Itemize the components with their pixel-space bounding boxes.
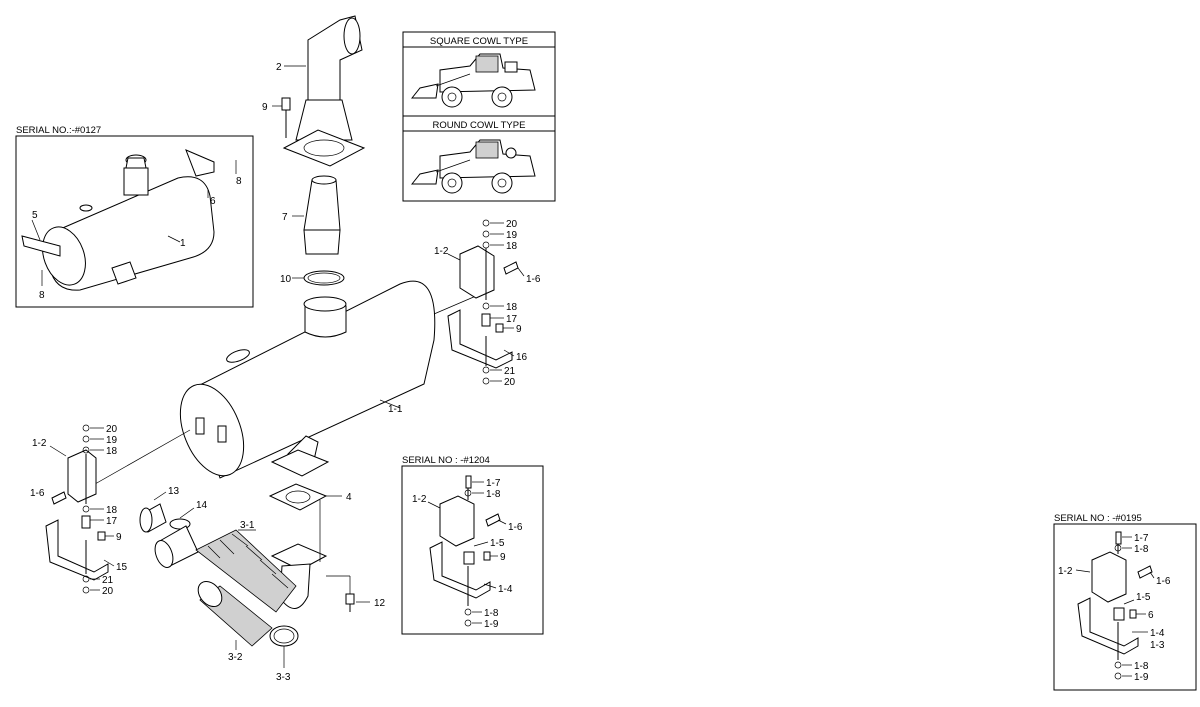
right-bracket-group: 1-2 20 19 18 1-6 18 17 9 16 21 20: [434, 219, 541, 388]
label-21-right: 21: [504, 366, 516, 377]
label-1: 1: [180, 238, 186, 249]
label-15: 15: [116, 562, 128, 573]
square-cowl-loader-illustration: [410, 53, 536, 108]
label-1-6-mid: 1-6: [508, 522, 523, 533]
label-2: 2: [276, 62, 282, 73]
label-10: 10: [280, 274, 292, 285]
label-18-right-bottom: 18: [506, 302, 518, 313]
label-19-left: 19: [106, 435, 118, 446]
square-cowl-title: SQUARE COWL TYPE: [430, 36, 528, 47]
cowl-type-panel: SQUARE COWL TYPE ROUND COWL TYPE: [402, 31, 556, 202]
label-20-right: 20: [506, 219, 518, 230]
label-16: 16: [516, 352, 528, 363]
label-20-right-bottom: 20: [504, 377, 516, 388]
label-1-1: 1-1: [388, 404, 403, 415]
label-1-8-right-top: 1-8: [1134, 544, 1149, 555]
label-6-right: 6: [1148, 610, 1154, 621]
label-21-left: 21: [102, 575, 114, 586]
left-bracket-group: 1-2 20 19 18 1-6 18 17 9 15 21 20: [30, 424, 128, 597]
label-1-8-mid-top: 1-8: [486, 489, 501, 500]
label-9-right: 9: [516, 324, 522, 335]
label-3-1: 3-1: [240, 520, 255, 531]
label-1-8-right-bottom: 1-8: [1134, 661, 1149, 672]
label-9-stack: 9: [262, 102, 268, 113]
label-1-9-mid: 1-9: [484, 619, 499, 630]
label-17-left: 17: [106, 516, 118, 527]
label-1-7-mid: 1-7: [486, 478, 501, 489]
inset-serial-0195: SERIAL NO : -#0195 1-7 1-8 1-2 1-6 1-5 6…: [1053, 513, 1197, 691]
serial-label-1204: SERIAL NO : -#1204: [402, 455, 490, 466]
label-9-left: 9: [116, 532, 122, 543]
label-1-5-mid: 1-5: [490, 538, 505, 549]
label-18-left-top: 18: [106, 446, 118, 457]
label-8-top: 8: [236, 176, 242, 187]
round-cowl-title: ROUND COWL TYPE: [433, 120, 526, 131]
label-20-left: 20: [106, 424, 118, 435]
label-1-6-right: 1-6: [526, 274, 541, 285]
label-7: 7: [282, 212, 288, 223]
label-1-7-right: 1-7: [1134, 533, 1149, 544]
label-1-2-left: 1-2: [32, 438, 47, 449]
label-1-4-mid: 1-4: [498, 584, 513, 595]
label-12: 12: [374, 598, 386, 609]
label-1-6-left: 1-6: [30, 488, 45, 499]
inset-serial-1204: SERIAL NO : -#1204 1-7 1-8 1-2 1-6 1-5 9…: [401, 455, 544, 635]
label-1-9-right: 1-9: [1134, 672, 1149, 683]
label-5: 5: [32, 210, 38, 221]
label-1-2-right: 1-2: [434, 246, 449, 257]
label-19-right: 19: [506, 230, 518, 241]
main-assembly: 2 9 7 10 1-1 4: [87, 15, 477, 683]
label-9-mid: 9: [500, 552, 506, 563]
label-1-2-mid: 1-2: [412, 494, 427, 505]
label-4: 4: [346, 492, 352, 503]
serial-label-0127: SERIAL NO.:-#0127: [16, 125, 101, 136]
label-1-6-right: 1-6: [1156, 576, 1171, 587]
label-14: 14: [196, 500, 208, 511]
label-3-2: 3-2: [228, 652, 243, 663]
serial-label-0195: SERIAL NO : -#0195: [1054, 513, 1142, 524]
label-20-left-bottom: 20: [102, 586, 114, 597]
label-18-left-bottom: 18: [106, 505, 118, 516]
inset-serial-0127: SERIAL NO.:-#0127 8 6 5 1 8: [15, 125, 254, 308]
label-1-2-right: 1-2: [1058, 566, 1073, 577]
label-17-right: 17: [506, 314, 518, 325]
label-1-5-right: 1-5: [1136, 592, 1151, 603]
label-1-8-mid-bottom: 1-8: [484, 608, 499, 619]
label-1-3-right: 1-3: [1150, 640, 1165, 651]
label-3-3: 3-3: [276, 672, 291, 683]
label-13: 13: [168, 486, 180, 497]
label-18-right-top: 18: [506, 241, 518, 252]
label-1-4-right: 1-4: [1150, 628, 1165, 639]
label-6: 6: [210, 196, 216, 207]
label-8-bottom: 8: [39, 290, 45, 301]
round-cowl-loader-illustration: [410, 139, 536, 194]
